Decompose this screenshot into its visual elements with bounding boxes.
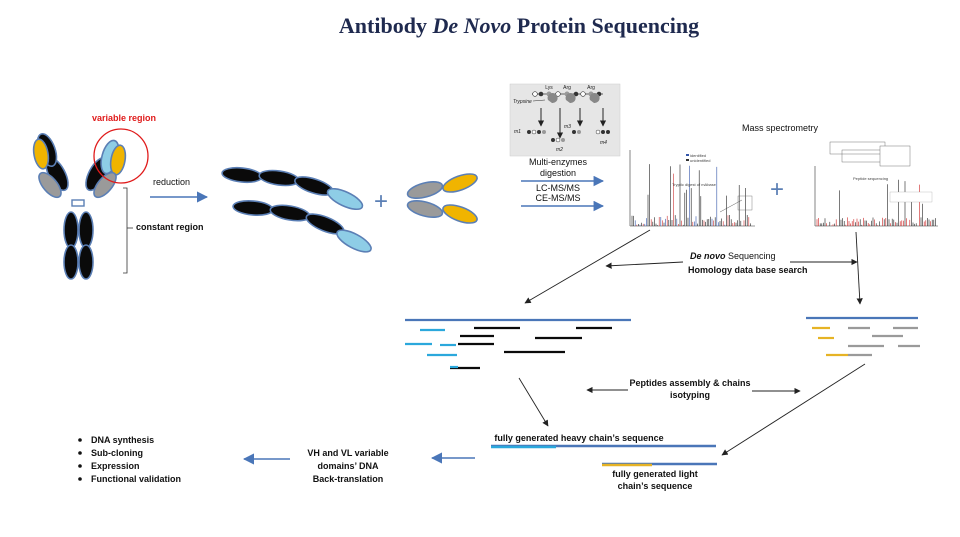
svg-text:m1: m1 xyxy=(514,129,521,135)
heavy-chain-label: fully generated heavy chain’s sequence xyxy=(494,433,663,443)
homology-label: Homology data base search xyxy=(688,265,808,275)
multi-enzymes-label-2: digestion xyxy=(540,168,576,178)
svg-text:Tryptic digest of mAbase: Tryptic digest of mAbase xyxy=(672,182,717,187)
light-chain-label-2: chain’s sequence xyxy=(618,481,693,491)
ce-ms-label: CE-MS/MS xyxy=(536,193,581,203)
svg-text:Peptide sequencing: Peptide sequencing xyxy=(853,176,888,181)
svg-text:Arg: Arg xyxy=(563,85,571,91)
arrow-spec2-down xyxy=(855,231,863,305)
light-chains xyxy=(406,173,478,224)
de-novo-label: De novo Sequencing xyxy=(690,251,776,261)
mass-spectrometry-label: Mass spectrometry xyxy=(742,123,819,133)
vhvl-label-1: VH and VL variable xyxy=(307,448,388,458)
digestion-figure: Lys Arg Arg Trypsine m1 m2 m3 m4 xyxy=(509,83,621,157)
arrow-light-assembly xyxy=(721,363,866,456)
assembly-label-1: Peptides assembly & chains xyxy=(629,378,750,388)
plus-sign-1: + xyxy=(374,188,388,215)
outcome-item: Expression xyxy=(91,461,140,471)
multi-enzymes-label-1: Multi-enzymes xyxy=(529,157,588,167)
variable-region-label: variable region xyxy=(92,113,156,123)
svg-text:unidentified: unidentified xyxy=(690,158,710,163)
svg-text:Lys: Lys xyxy=(545,85,553,91)
outcome-item: Functional validation xyxy=(91,474,181,484)
lc-ms-label: LC-MS/MS xyxy=(536,183,580,193)
variable-region-highlight xyxy=(93,128,149,184)
vhvl-label-3: Back-translation xyxy=(313,474,384,484)
outcome-item: Sub-cloning xyxy=(91,448,143,458)
mass-spectrum-2: Peptide sequencing xyxy=(810,141,938,230)
plus-sign-2: + xyxy=(770,176,784,203)
arrow-to-heavy-peptides xyxy=(605,261,684,269)
arrow-spec1-down xyxy=(524,229,651,304)
page-title: Antibody De Novo Protein Sequencing xyxy=(339,13,699,38)
assembly-label-2: isotyping xyxy=(670,390,710,400)
svg-text:m2: m2 xyxy=(556,147,563,153)
vhvl-label-2: domains’ DNA xyxy=(317,461,379,471)
reduction-label: reduction xyxy=(153,177,190,187)
antibody-structure xyxy=(32,132,127,280)
arrow-heavy-assembly xyxy=(518,377,549,427)
light-chain-label-1: fully generated light xyxy=(612,469,698,479)
outcome-item: DNA synthesis xyxy=(91,435,154,445)
svg-text:m3: m3 xyxy=(564,124,571,130)
light-peptide-map xyxy=(806,316,920,357)
mass-spectrum-1: Tryptic digest of mAbase identified unid… xyxy=(625,148,755,230)
constant-region-label: constant region xyxy=(136,222,204,232)
heavy-peptide-map xyxy=(405,318,631,370)
outcomes-list: DNA synthesis Sub-cloning Expression Fun… xyxy=(78,435,181,484)
heavy-chains xyxy=(221,166,372,253)
svg-text:Arg: Arg xyxy=(587,85,595,91)
svg-text:identified: identified xyxy=(690,153,706,158)
svg-text:m4: m4 xyxy=(600,140,607,146)
svg-text:Trypsine: Trypsine xyxy=(513,99,532,105)
constant-region-bracket xyxy=(123,187,128,274)
